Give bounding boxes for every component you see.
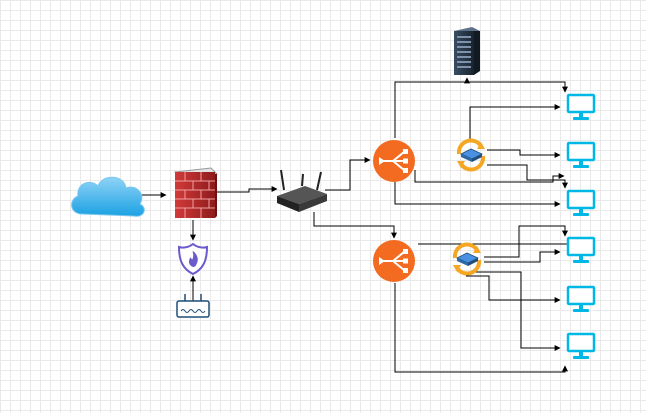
desktop-monitor-node-4[interactable] xyxy=(566,236,596,263)
desktop-monitor-icon xyxy=(566,93,596,120)
firewall-icon xyxy=(173,167,219,218)
edge-router-lb-top[interactable] xyxy=(325,157,371,191)
server-rack-icon xyxy=(454,27,480,75)
desktop-monitors xyxy=(566,93,596,359)
wireless-router-node[interactable] xyxy=(277,169,327,212)
network-switch-icon xyxy=(176,294,210,318)
load-balancer-top-node[interactable] xyxy=(373,140,415,182)
firewall-node[interactable] xyxy=(173,167,219,218)
edge-lb2-monitor-6[interactable] xyxy=(394,283,568,373)
desktop-monitor-node-3[interactable] xyxy=(566,189,596,216)
internet-cloud-node[interactable] xyxy=(71,176,145,217)
ips-node[interactable] xyxy=(177,242,209,276)
wireless-router-icon xyxy=(277,169,327,212)
desktop-monitor-icon xyxy=(566,189,596,216)
desktop-monitor-icon xyxy=(566,236,596,263)
cloud-icon xyxy=(71,176,145,217)
load-balancer-icon xyxy=(373,140,415,182)
sync-switch-icon xyxy=(456,138,486,172)
desktop-monitor-node-6[interactable] xyxy=(566,332,596,359)
edge-firewall-router[interactable] xyxy=(217,186,278,193)
edge-sync2-monitor-4b[interactable] xyxy=(484,249,561,263)
sync-switch-bottom-node[interactable] xyxy=(452,242,482,276)
desktop-monitor-node-2[interactable] xyxy=(566,141,596,168)
sync-switch-icon xyxy=(452,242,482,276)
edge-router-lb-bottom[interactable] xyxy=(313,212,397,239)
desktop-monitor-node-1[interactable] xyxy=(566,93,596,120)
load-balancer-icon xyxy=(373,240,415,282)
load-balancer-bottom-node[interactable] xyxy=(373,240,415,282)
sync-switch-top-node[interactable] xyxy=(456,138,486,172)
desktop-monitor-icon xyxy=(566,285,596,312)
server-rack-node[interactable] xyxy=(454,27,480,75)
edge-sync2-monitor-6[interactable] xyxy=(466,271,561,351)
ips-shield-icon xyxy=(177,242,209,276)
edge-lb1-monitor-1[interactable] xyxy=(395,81,568,93)
edge-lb2-monitor-4[interactable] xyxy=(418,237,578,245)
desktop-monitor-icon xyxy=(566,141,596,168)
edge-lb1-monitor-3[interactable] xyxy=(394,182,561,207)
edge-sync2-monitor-4[interactable] xyxy=(484,225,568,258)
edge-sync1-monitor-3[interactable] xyxy=(487,164,568,189)
desktop-monitor-icon xyxy=(566,332,596,359)
connections xyxy=(134,77,578,373)
desktop-monitor-node-5[interactable] xyxy=(566,285,596,312)
edge-lb1-monitor-2[interactable] xyxy=(414,170,565,183)
edge-sync1-monitor-2[interactable] xyxy=(487,149,561,158)
edge-sync2-monitor-5[interactable] xyxy=(466,275,561,303)
edge-lb1-server[interactable] xyxy=(394,77,470,138)
edge-sync1-monitor-1[interactable] xyxy=(469,104,561,140)
network-switch-node[interactable] xyxy=(176,294,210,318)
